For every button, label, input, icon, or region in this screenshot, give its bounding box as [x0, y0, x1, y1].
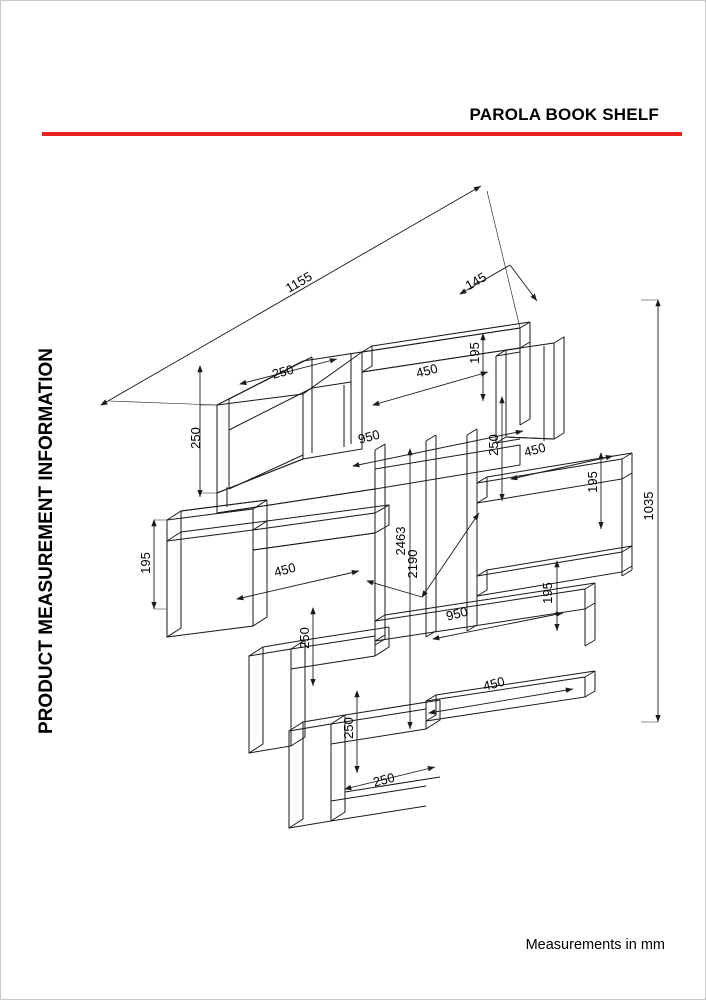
dimension-lines	[100, 185, 661, 791]
title-underline-rule	[42, 132, 682, 136]
shelf-geometry	[166, 321, 633, 829]
dim-mid-shelf-span: 950	[356, 427, 381, 447]
dim-top-box-width: 250	[270, 362, 295, 382]
dim-lower-shelf-span: 950	[444, 604, 469, 624]
dim-total-inner-height: 2463	[393, 527, 408, 556]
dim-bottom-cube-height: 250	[341, 717, 356, 739]
dim-left-shelf-span: 450	[272, 560, 297, 580]
dim-right-shelf-span: 450	[522, 440, 547, 460]
dim-overall-depth: 145	[463, 269, 489, 293]
dim-right-lower-height: 195	[585, 471, 600, 493]
dim-upper-right-height: 195	[467, 342, 482, 364]
dim-left-shelf-height: 195	[138, 552, 153, 574]
dim-right-cube-height: 250	[486, 434, 501, 456]
title-block: PAROLA BOOK SHELF	[1, 105, 687, 125]
dimension-labels: 1155 145 1035 250 250 450 195 950 250 45…	[138, 269, 656, 790]
page-title: PAROLA BOOK SHELF	[469, 105, 659, 124]
dim-lower-right-height: 195	[540, 582, 555, 604]
dim-bottom-shelf-span: 450	[481, 674, 506, 694]
dim-upper-shelf-span: 450	[414, 361, 439, 381]
dim-top-box-height: 250	[188, 427, 203, 449]
dim-lower-inner-height: 2190	[405, 550, 420, 579]
units-note: Measurements in mm	[525, 937, 665, 953]
dim-bottom-cube-width: 250	[371, 770, 396, 790]
dim-mid-cube-height: 250	[297, 627, 312, 649]
dim-overall-height: 1035	[641, 492, 656, 521]
